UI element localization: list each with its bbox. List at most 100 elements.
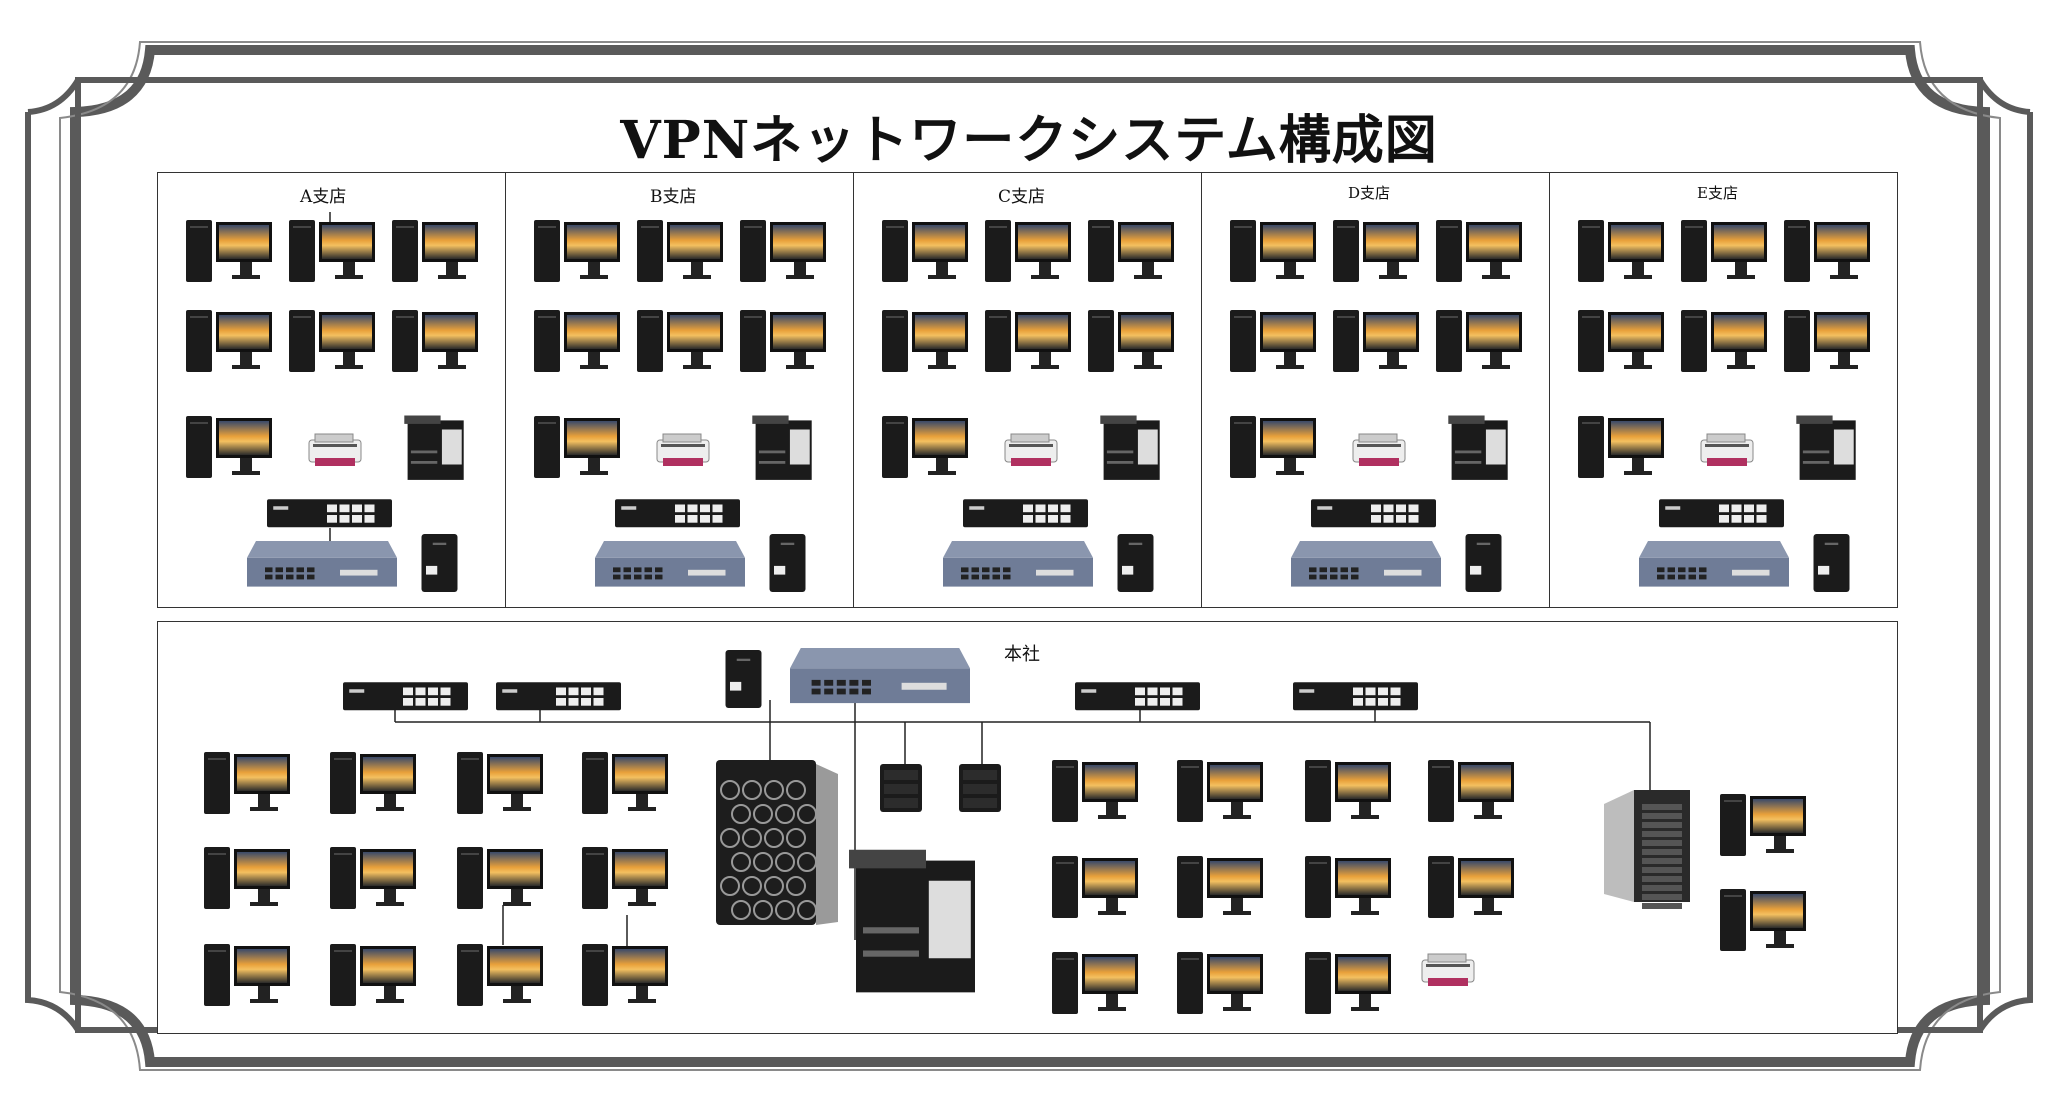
desktop-pc-icon [985,310,1071,372]
desktop-pc-icon [1177,760,1263,822]
ups-battery-icon [1813,534,1850,592]
inkjet-printer-icon [1700,433,1754,466]
nas-storage-icon [959,764,1001,812]
desktop-pc-icon [1578,220,1664,282]
vpn-router-icon [943,541,1093,587]
multifunction-copier-icon [849,849,975,993]
desktop-pc-icon [186,310,272,372]
desktop-pc-icon [637,310,723,372]
desktop-pc-icon [392,310,478,372]
desktop-pc-icon [289,310,375,372]
desktop-pc-icon [1177,952,1263,1014]
inkjet-printer-icon [656,433,710,466]
desktop-pc-icon [1088,220,1174,282]
vpn-router-icon [1639,541,1789,587]
desktop-pc-icon [1436,310,1522,372]
desktop-pc-icon [534,220,620,282]
desktop-pc-icon [1305,760,1391,822]
desktop-pc-icon [1578,310,1664,372]
desktop-pc-icon [1681,220,1767,282]
inkjet-printer-icon [1004,433,1058,466]
desktop-pc-icon [289,220,375,282]
tower-server-icon [716,760,838,925]
desktop-pc-icon [457,944,543,1006]
desktop-pc-icon [457,752,543,814]
desktop-pc-icon [1784,310,1870,372]
headquarters-label: 本社 [1004,644,1040,665]
ups-battery-icon [725,650,762,708]
network-switch-icon [1293,682,1418,711]
desktop-pc-icon [1052,760,1138,822]
vpn-router-icon [790,648,970,704]
desktop-pc-icon [1230,416,1316,478]
desktop-pc-icon [1720,794,1806,856]
ups-battery-icon [421,534,458,592]
desktop-pc-icon [1333,220,1419,282]
network-switch-icon [267,499,392,528]
vpn-router-icon [1291,541,1441,587]
desktop-pc-icon [1578,416,1664,478]
inkjet-printer-icon [1352,433,1406,466]
network-switch-icon [496,682,621,711]
desktop-pc-icon [582,847,668,909]
desktop-pc-icon [582,944,668,1006]
desktop-pc-icon [1720,889,1806,951]
vpn-router-icon [595,541,745,587]
desktop-pc-icon [1333,310,1419,372]
desktop-pc-icon [330,847,416,909]
desktop-pc-icon [1428,760,1514,822]
desktop-pc-icon [457,847,543,909]
diagram-title: VPNネットワークシステム構成図 [620,110,1438,171]
multifunction-copier-icon [1796,415,1856,480]
inkjet-printer-icon [308,433,362,466]
multifunction-copier-icon [1448,415,1508,480]
desktop-pc-icon [882,416,968,478]
multifunction-copier-icon [752,415,812,480]
desktop-pc-icon [1230,220,1316,282]
desktop-pc-icon [740,310,826,372]
network-switch-icon [343,682,468,711]
desktop-pc-icon [1177,856,1263,918]
desktop-pc-icon [740,220,826,282]
branch-label-c: C支店 [998,187,1046,207]
desktop-pc-icon [882,310,968,372]
desktop-pc-icon [882,220,968,282]
desktop-pc-icon [637,220,723,282]
network-switch-icon [615,499,740,528]
desktop-pc-icon [204,752,290,814]
desktop-pc-icon [186,220,272,282]
multifunction-copier-icon [404,415,464,480]
inkjet-printer-icon [1421,953,1475,986]
desktop-pc-icon [1052,856,1138,918]
desktop-pc-icon [330,944,416,1006]
vpn-router-icon [247,541,397,587]
desktop-pc-icon [1230,310,1316,372]
desktop-pc-icon [534,416,620,478]
desktop-pc-icon [1681,310,1767,372]
desktop-pc-icon [392,220,478,282]
desktop-pc-icon [1436,220,1522,282]
desktop-pc-icon [186,416,272,478]
desktop-pc-icon [1088,310,1174,372]
desktop-pc-icon [1305,952,1391,1014]
desktop-pc-icon [985,220,1071,282]
network-switch-icon [963,499,1088,528]
desktop-pc-icon [1305,856,1391,918]
desktop-pc-icon [204,847,290,909]
ups-battery-icon [769,534,806,592]
network-switch-icon [1659,499,1784,528]
nas-storage-icon [880,764,922,812]
branch-label-b: B支店 [650,187,697,207]
branch-label-d: D支店 [1348,184,1391,202]
network-switch-icon [1075,682,1200,711]
ups-battery-icon [1465,534,1502,592]
ups-battery-icon [1117,534,1154,592]
desktop-pc-icon [534,310,620,372]
desktop-pc-icon [204,944,290,1006]
desktop-pc-icon [1428,856,1514,918]
desktop-pc-icon [330,752,416,814]
multifunction-copier-icon [1100,415,1160,480]
